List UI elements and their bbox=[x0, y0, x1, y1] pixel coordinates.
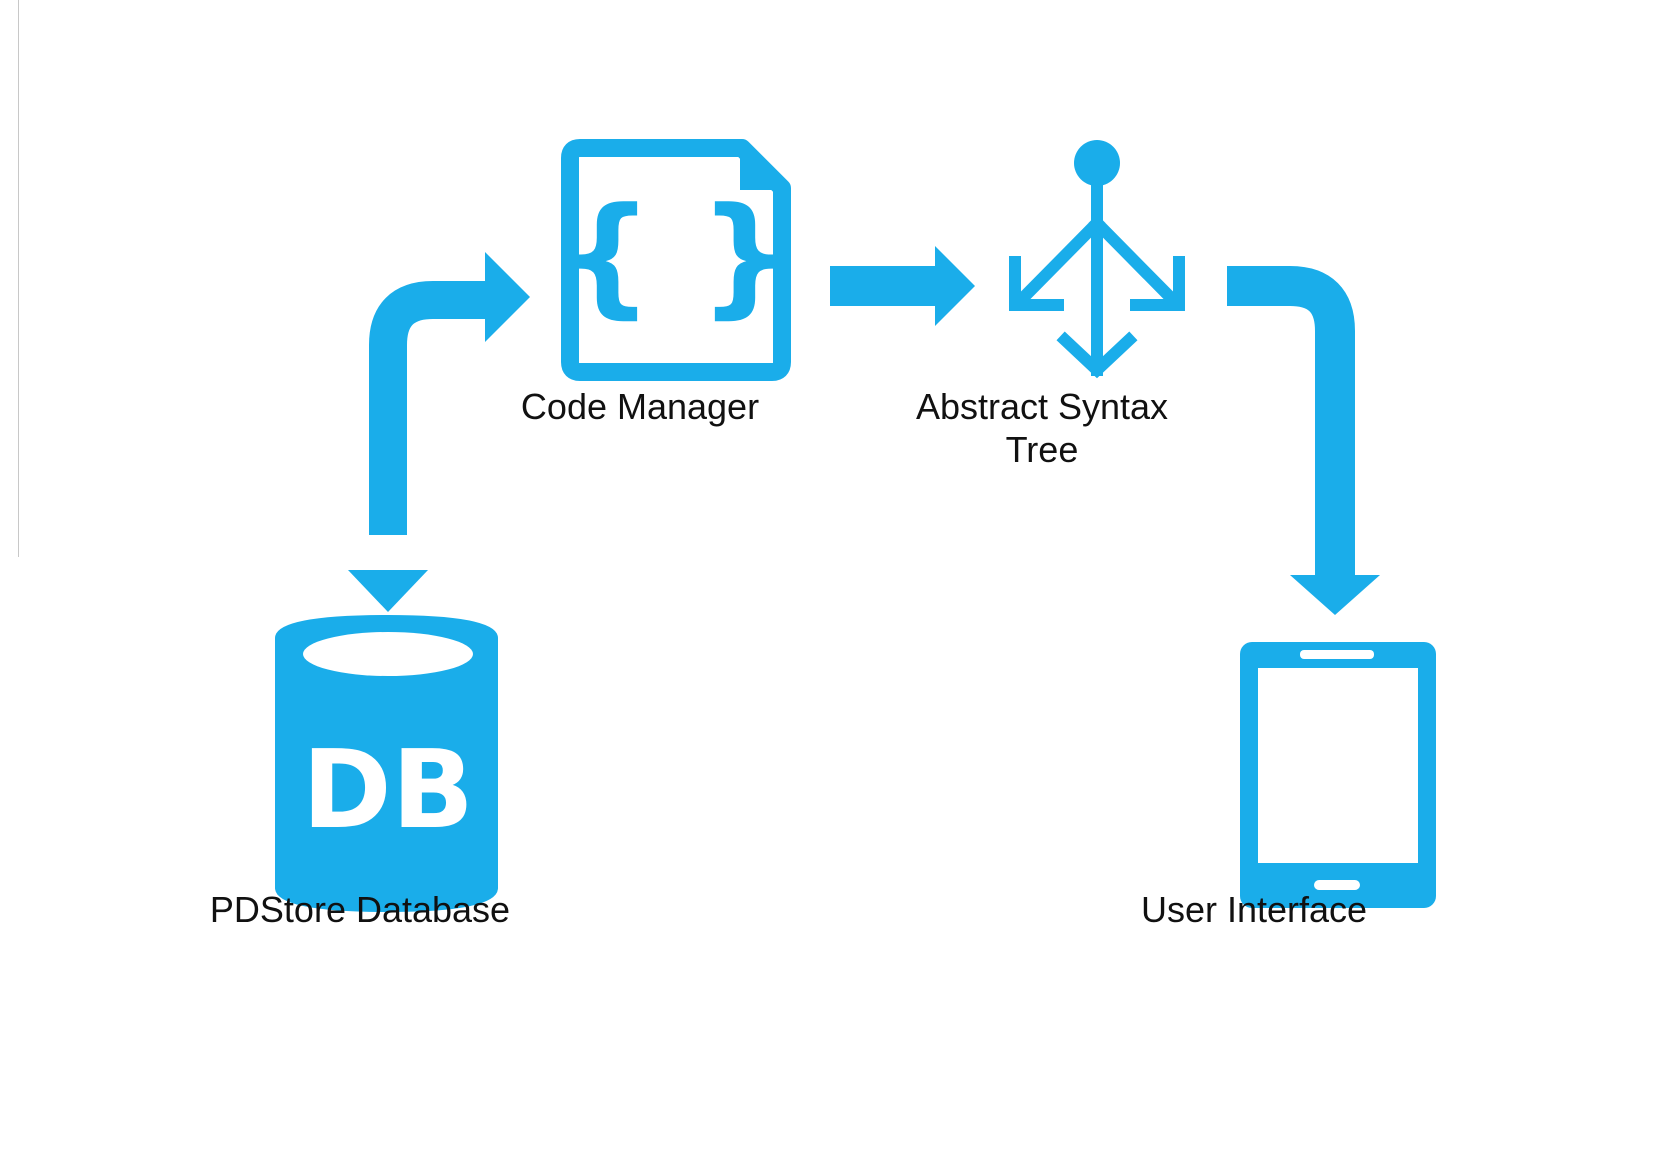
database-icon-text: DB bbox=[302, 728, 474, 853]
ast-ui-arrow bbox=[1227, 266, 1380, 615]
svg-text:{ }: { } bbox=[561, 179, 791, 331]
code-file-icon: { } bbox=[561, 139, 791, 381]
database-icon: DB bbox=[275, 615, 498, 912]
code-ast-arrow bbox=[830, 246, 975, 326]
code-manager-label: Code Manager bbox=[520, 386, 760, 427]
ast-ui-arrow-shaft bbox=[1227, 266, 1355, 580]
arrowhead-to-ast bbox=[935, 246, 975, 326]
database-label: PDStore Database bbox=[209, 889, 511, 930]
ast-label-line2: Tree bbox=[1005, 429, 1079, 470]
arrowhead-to-ui bbox=[1290, 575, 1380, 615]
ui-label: User Interface bbox=[1140, 889, 1368, 930]
tree-icon bbox=[1009, 140, 1185, 379]
arrowhead-to-code-manager bbox=[485, 252, 530, 342]
left-edge-divider bbox=[18, 0, 19, 557]
db-code-arrow-shaft bbox=[369, 281, 485, 535]
code-ast-arrow-shaft bbox=[830, 266, 940, 306]
arrowhead-to-database bbox=[348, 570, 428, 612]
db-code-arrow bbox=[348, 252, 530, 612]
ast-label: Abstract Syntax Tree bbox=[842, 385, 1242, 471]
tablet-icon bbox=[1240, 642, 1436, 908]
ast-label-line1: Abstract Syntax bbox=[915, 386, 1169, 427]
